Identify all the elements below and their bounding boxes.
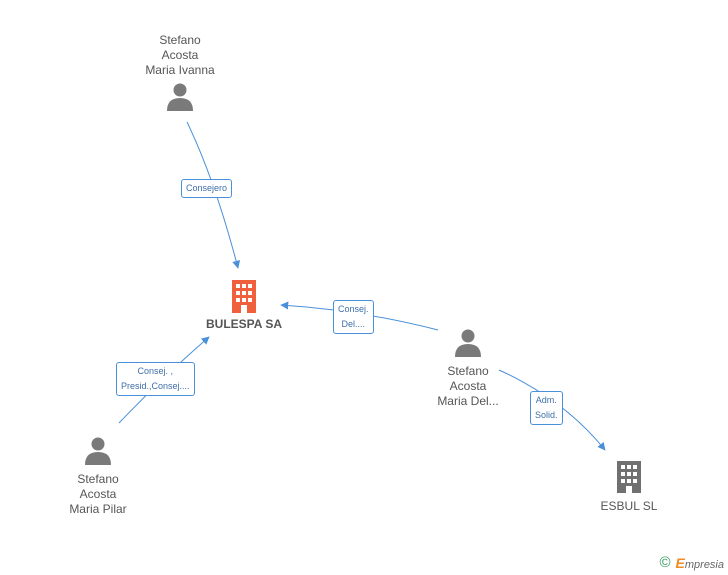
company-node-main[interactable]: BULESPA SA bbox=[194, 278, 294, 332]
person-name: Stefano Acosta Maria Pilar bbox=[69, 472, 127, 516]
person-name: Stefano Acosta Maria Del... bbox=[437, 364, 499, 408]
edge-label-consejero[interactable]: Consejero bbox=[181, 179, 233, 198]
person-node-top[interactable]: Stefano Acosta Maria Ivanna bbox=[130, 33, 230, 112]
brand-logo: Empresia bbox=[675, 554, 724, 571]
person-icon bbox=[455, 329, 481, 357]
edge-label-consej-del[interactable]: Consej. Del.... bbox=[333, 300, 374, 334]
company-name: ESBUL SL bbox=[600, 499, 658, 513]
person-name: Stefano Acosta Maria Ivanna bbox=[145, 33, 215, 77]
edge-label-consej-presid[interactable]: Consej. , Presid.,Consej.... bbox=[116, 362, 195, 396]
building-icon bbox=[232, 280, 256, 313]
person-icon bbox=[85, 437, 111, 465]
person-node-bottom[interactable]: Stefano Acosta Maria Pilar bbox=[48, 436, 148, 517]
footer-brand: © Empresia bbox=[659, 554, 724, 571]
building-icon bbox=[617, 461, 641, 493]
edge-label-adm-solid[interactable]: Adm. Solid. bbox=[530, 391, 563, 425]
company-name: BULESPA SA bbox=[205, 317, 282, 331]
company-node-second[interactable]: ESBUL SL bbox=[579, 460, 679, 514]
copyright-icon: © bbox=[659, 554, 671, 571]
person-node-right[interactable]: Stefano Acosta Maria Del... bbox=[418, 328, 518, 409]
person-icon bbox=[167, 83, 193, 111]
